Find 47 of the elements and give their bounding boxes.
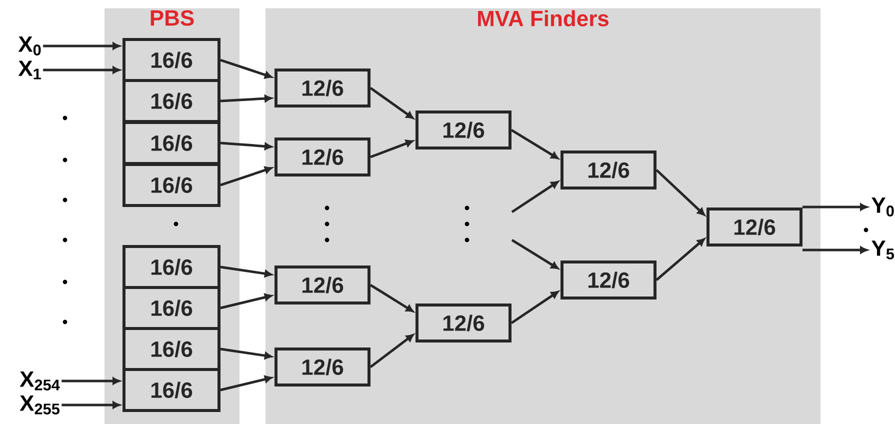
arrow <box>220 294 272 310</box>
block-box: 16/6 <box>122 286 220 330</box>
block-box: 16/6 <box>122 79 220 123</box>
block-box: 16/6 <box>122 327 220 371</box>
arrow <box>62 377 120 385</box>
block-box: 12/6 <box>706 208 802 246</box>
arrow <box>370 86 414 119</box>
block-box: 12/6 <box>560 150 656 190</box>
arrow <box>802 203 868 211</box>
arrow <box>220 376 272 392</box>
arrow <box>43 42 120 50</box>
arrow <box>220 166 272 186</box>
arrow <box>220 142 272 150</box>
block-box: 16/6 <box>122 121 220 165</box>
block-box: 16/6 <box>122 245 220 289</box>
arrow <box>510 290 559 324</box>
arrow <box>62 401 120 409</box>
block-box: 12/6 <box>416 304 512 342</box>
arrow <box>656 169 705 216</box>
block-box: 12/6 <box>560 260 656 300</box>
block-box: 16/6 <box>122 38 220 82</box>
signal-label: Y$_{5}$ <box>872 240 894 260</box>
signal-label: X$_{255}$ <box>20 396 60 414</box>
arrow <box>511 180 559 214</box>
block-box: 12/6 <box>416 110 512 150</box>
arrow <box>802 246 868 254</box>
arrow <box>370 334 414 368</box>
block-box: 16/6 <box>122 368 220 412</box>
block-box: 16/6 <box>122 163 220 207</box>
signal-label: X$_{0}$ <box>18 36 41 56</box>
arrow <box>511 238 559 270</box>
signal-label: X$_{1}$ <box>18 60 41 80</box>
arrow <box>370 284 414 312</box>
arrow <box>220 348 272 360</box>
signal-label: Y$_{0}$ <box>872 198 894 216</box>
block-box: 12/6 <box>274 266 370 304</box>
block-box: 12/6 <box>274 138 370 176</box>
arrow <box>220 266 272 278</box>
block-box: 12/6 <box>274 68 370 108</box>
arrow <box>220 58 272 79</box>
arrow <box>656 238 705 281</box>
arrow <box>220 94 272 102</box>
block-box: 12/6 <box>274 348 370 386</box>
arrow <box>510 128 559 160</box>
arrow <box>43 66 120 74</box>
arrow <box>370 140 414 158</box>
signal-label: X$_{254}$ <box>20 372 60 390</box>
